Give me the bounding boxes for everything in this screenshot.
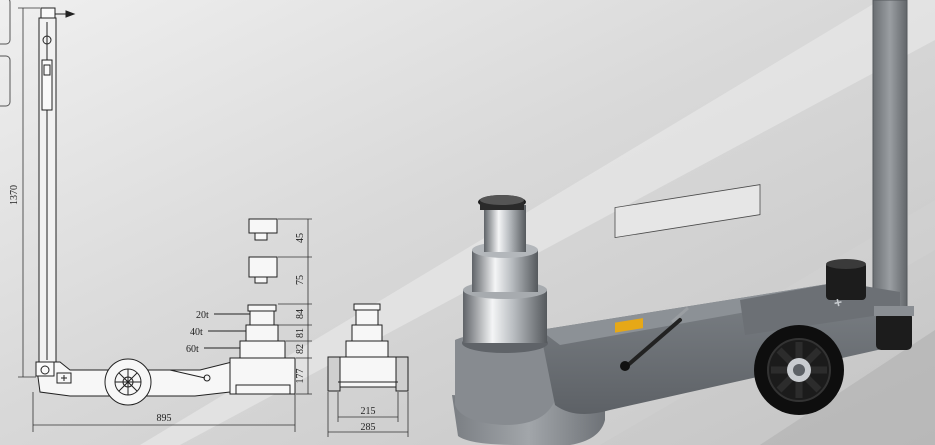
stage-label-20t: 20t [196, 310, 209, 321]
drawing-stage-60t [239, 340, 286, 359]
technical-drawing [35, 7, 409, 406]
stage-label-40t: 40t [190, 327, 203, 338]
background-light-band [140, 0, 935, 445]
dim-length-label: 895 [157, 413, 172, 424]
side-tab-bottom [0, 55, 11, 107]
body-logo-mark: + [832, 294, 843, 311]
stage-height-84: 84 [295, 309, 306, 319]
dim-height-label: 1370 [9, 185, 20, 205]
drawing-extension-75 [248, 256, 278, 278]
drawing-label-plate [56, 372, 72, 384]
control-panel [614, 184, 761, 239]
jack-handle [873, 0, 907, 318]
drawing-stage-40t [245, 324, 279, 342]
jack-lower-housing [455, 330, 555, 425]
extension-height-75: 75 [295, 275, 306, 285]
drawing-cylinder-base [229, 357, 296, 395]
dimension-labels: 1370 895 215 285 20t 40t 60t 45 75 84 81… [9, 185, 376, 433]
drawing-extension-45 [248, 218, 278, 234]
side-tab-top [0, 0, 11, 45]
dim-width-inner-label: 215 [361, 406, 376, 417]
warning-label [615, 318, 643, 333]
cylinder-stage-3 [484, 205, 526, 252]
stage-label-60t: 60t [186, 344, 199, 355]
extension-height-45: 45 [295, 233, 306, 243]
drawing-handle-knob [42, 35, 52, 45]
drawing-stage-20t [249, 310, 275, 326]
stage-height-177: 177 [295, 369, 306, 384]
dimension-lines [18, 7, 409, 437]
jack-photo: + [452, 0, 914, 445]
stage-height-81: 81 [295, 328, 306, 338]
dim-width-outer-label: 285 [361, 422, 376, 433]
background-dark-corner [760, 330, 935, 445]
release-lever [626, 318, 682, 367]
handle-socket [876, 312, 912, 350]
stage-height-82: 82 [295, 344, 306, 354]
